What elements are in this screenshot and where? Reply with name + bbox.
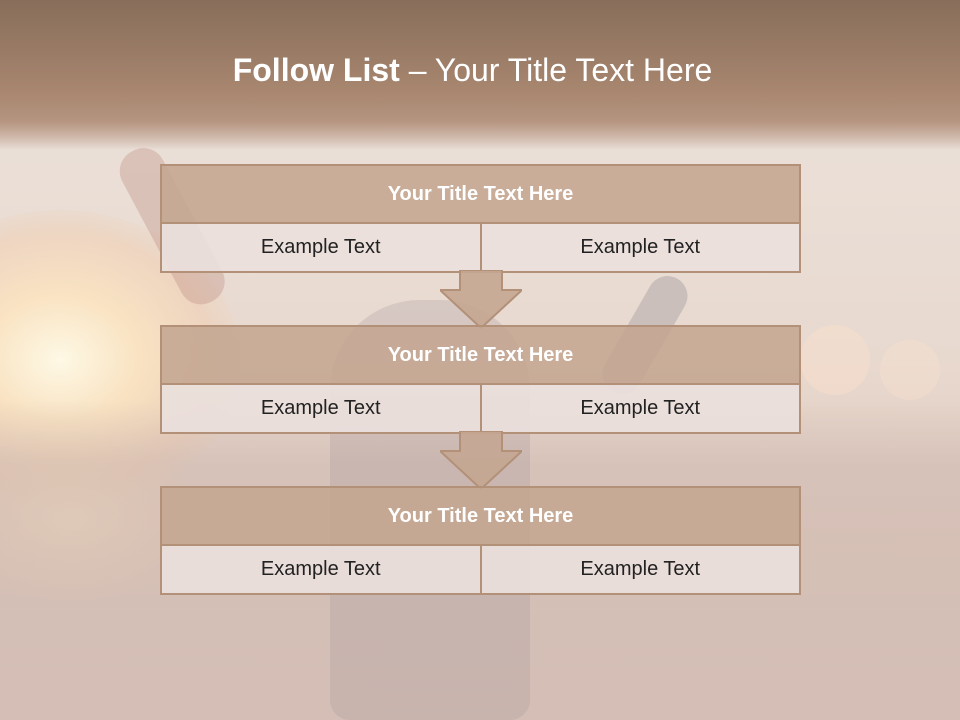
step-cell-left: Example Text [260, 397, 381, 419]
step-row: Example Text Example Text [162, 224, 799, 271]
follow-step-3: Your Title Text Here Example Text Exampl… [160, 486, 801, 595]
follow-step-2: Your Title Text Here Example Text Exampl… [160, 325, 801, 434]
bokeh-light [880, 340, 940, 400]
step-title: Your Title Text Here [162, 327, 799, 385]
follow-step-1: Your Title Text Here Example Text Exampl… [160, 164, 801, 273]
down-arrow-icon [440, 270, 522, 330]
step-cell-right: Example Text [479, 546, 800, 593]
step-row: Example Text Example Text [162, 546, 799, 593]
slide-title: Follow List – Your Title Text Here [0, 52, 945, 89]
step-row: Example Text Example Text [162, 385, 799, 432]
step-cell-left: Example Text [260, 558, 381, 580]
step-cell-right: Example Text [479, 385, 800, 432]
step-title: Your Title Text Here [162, 166, 799, 224]
slide-title-rest: – Your Title Text Here [399, 52, 713, 88]
header-band [0, 0, 960, 150]
down-arrow-icon [440, 431, 522, 491]
slide-title-bold: Follow List [232, 52, 400, 88]
step-cell-left: Example Text [260, 236, 381, 258]
step-cell-right: Example Text [479, 224, 800, 271]
bokeh-light [800, 325, 870, 395]
step-title: Your Title Text Here [162, 488, 799, 546]
